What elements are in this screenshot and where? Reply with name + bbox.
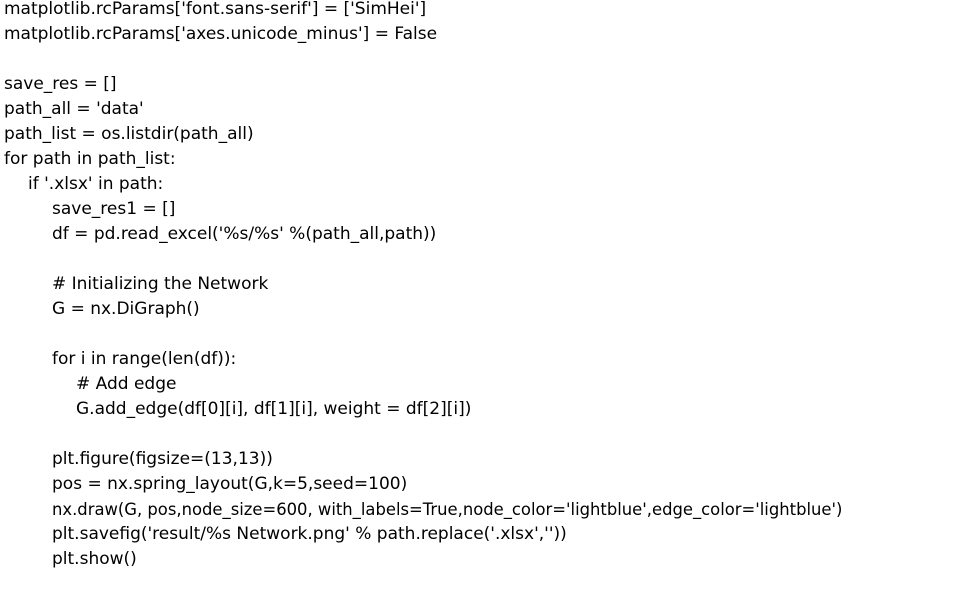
code-line-23: plt.show() — [52, 549, 137, 569]
code-line-9: save_res1 = [] — [52, 199, 176, 219]
code-line-22: plt.savefig('result/%s Network.png' % pa… — [52, 524, 567, 544]
code-line-5: path_all = 'data' — [4, 99, 144, 119]
code-line-21: nx.draw(G, pos,node_size=600, with_label… — [52, 500, 843, 519]
code-block: matplotlib.rcParams['font.sans-serif'] =… — [4, 0, 842, 572]
code-line-2: matplotlib.rcParams['axes.unicode_minus'… — [4, 24, 438, 44]
code-line-1: matplotlib.rcParams['font.sans-serif'] =… — [4, 0, 427, 19]
code-line-8: if '.xlsx' in path: — [28, 174, 164, 194]
code-line-15: for i in range(len(df)): — [52, 349, 237, 369]
code-line-10: df = pd.read_excel('%s/%s' %(path_all,pa… — [52, 224, 437, 244]
code-line-4: save_res = [] — [4, 74, 117, 94]
code-line-12: # Initializing the Network — [52, 274, 269, 294]
code-line-3 — [4, 47, 842, 72]
code-line-18 — [4, 422, 842, 447]
code-line-7: for path in path_list: — [4, 149, 176, 169]
code-line-13: G = nx.DiGraph() — [52, 299, 200, 319]
code-line-16: # Add edge — [76, 374, 177, 394]
code-line-14 — [4, 322, 842, 347]
code-line-17: G.add_edge(df[0][i], df[1][i], weight = … — [76, 399, 472, 419]
code-line-11 — [4, 247, 842, 272]
code-line-19: plt.figure(figsize=(13,13)) — [52, 449, 273, 469]
code-line-6: path_list = os.listdir(path_all) — [4, 124, 254, 144]
code-line-20: pos = nx.spring_layout(G,k=5,seed=100) — [52, 474, 408, 494]
